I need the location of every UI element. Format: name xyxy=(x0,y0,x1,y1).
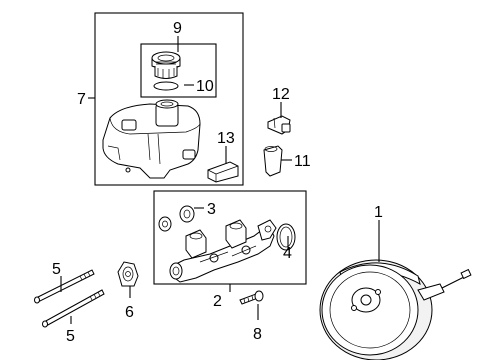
cap-seal-ring xyxy=(153,81,179,91)
callout-9: 9 xyxy=(173,20,182,37)
callout-3: 3 xyxy=(207,201,216,218)
leader-lines xyxy=(60,36,380,324)
reservoir-group-box xyxy=(94,12,244,186)
stud-upper xyxy=(34,269,95,304)
callout-4: 4 xyxy=(283,245,292,262)
mounting-bracket xyxy=(267,115,291,135)
callout-1: 1 xyxy=(374,204,383,221)
callout-13: 13 xyxy=(217,130,235,147)
callout-8: 8 xyxy=(253,326,262,343)
bolt xyxy=(239,290,264,305)
callout-11: 11 xyxy=(294,153,311,170)
master-cylinder xyxy=(169,219,277,283)
stud-lower xyxy=(42,289,105,328)
brake-booster xyxy=(319,259,472,360)
o-ring xyxy=(276,223,296,251)
mounting-nut xyxy=(117,261,139,287)
callout-7: 7 xyxy=(77,91,86,108)
level-sensor xyxy=(207,161,239,183)
callout-2: 2 xyxy=(213,293,222,310)
reservoir-seal xyxy=(158,205,195,232)
callout-10: 10 xyxy=(196,78,214,95)
callout-5-upper: 5 xyxy=(52,261,61,278)
reservoir-cap xyxy=(151,51,181,79)
fluid-reservoir xyxy=(102,99,201,179)
grommet xyxy=(263,145,283,177)
callout-6: 6 xyxy=(125,304,134,321)
callout-12: 12 xyxy=(272,86,290,103)
callout-5-lower: 5 xyxy=(66,328,75,345)
